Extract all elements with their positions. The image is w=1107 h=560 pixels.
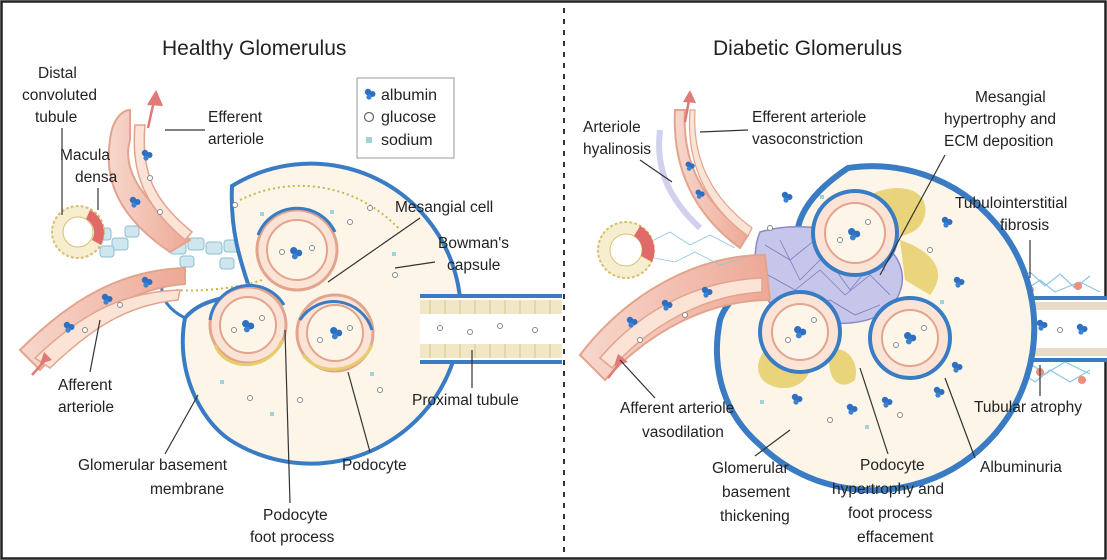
label-hyalinosis-2: hyalinosis [583, 141, 651, 158]
legend-glucose: glucose [381, 109, 436, 126]
label-macula-1: Macula [60, 147, 110, 164]
legend-albumin: albumin [381, 87, 437, 104]
label-tif-2: fibrosis [1000, 217, 1049, 234]
label-mesangial-2: hypertrophy and [944, 111, 1056, 128]
sodium-icon [366, 137, 372, 143]
label-mesangial-1: Mesangial [975, 89, 1046, 106]
label-mesangial-3: ECM deposition [944, 133, 1053, 150]
label-gbm-thick-3: thickening [720, 508, 790, 525]
label-podocyte-1: Podocyte [860, 457, 925, 474]
label-tubular-atrophy: Tubular atrophy [974, 399, 1082, 416]
label-efferent-2: arteriole [208, 131, 264, 148]
label-vaso-1: Efferent arteriole [752, 109, 866, 126]
label-foot-2: foot process [250, 529, 335, 546]
legend: albumin glucose sodium [357, 78, 454, 158]
label-vaso-2: vasoconstriction [752, 131, 863, 148]
label-tif-1: Tubulointerstitial [955, 195, 1067, 212]
label-afferent-1: Afferent [58, 377, 113, 394]
label-podocyte-2: hypertrophy and [832, 481, 944, 498]
legend-sodium: sodium [381, 132, 433, 149]
label-foot-1: Podocyte [263, 507, 328, 524]
label-podocyte-3: foot process [848, 505, 933, 522]
label-afferent-2: arteriole [58, 399, 114, 416]
label-hyalinosis-1: Arteriole [583, 119, 641, 136]
label-efferent-1: Efferent [208, 109, 263, 126]
glucose-icon [365, 113, 374, 122]
label-podocyte-4: effacement [857, 529, 934, 546]
label-bowman-2: capsule [447, 257, 500, 274]
label-podocyte: Podocyte [342, 457, 407, 474]
label-afferent-vaso-2: vasodilation [642, 424, 724, 441]
label-distal-2: convoluted [22, 87, 97, 104]
label-distal-1: Distal [38, 65, 77, 82]
label-macula-2: densa [75, 169, 118, 186]
label-bowman-1: Bowman's [438, 235, 509, 252]
diabetic-title: Diabetic Glomerulus [713, 37, 902, 60]
label-gbm-thick-2: basement [722, 484, 791, 501]
label-afferent-vaso-1: Afferent arteriole [620, 400, 734, 417]
label-mesangial-cell: Mesangial cell [395, 199, 493, 216]
label-albuminuria: Albuminuria [980, 459, 1062, 476]
distal-tubule [52, 206, 104, 258]
healthy-title: Healthy Glomerulus [162, 37, 346, 60]
proximal-tubule [420, 296, 562, 362]
label-gbm-thick-1: Glomerular [712, 460, 789, 477]
label-distal-3: tubule [35, 109, 77, 126]
label-proximal-tubule: Proximal tubule [412, 392, 519, 409]
label-gbm-2: membrane [150, 481, 224, 498]
label-gbm-1: Glomerular basement [78, 457, 228, 474]
